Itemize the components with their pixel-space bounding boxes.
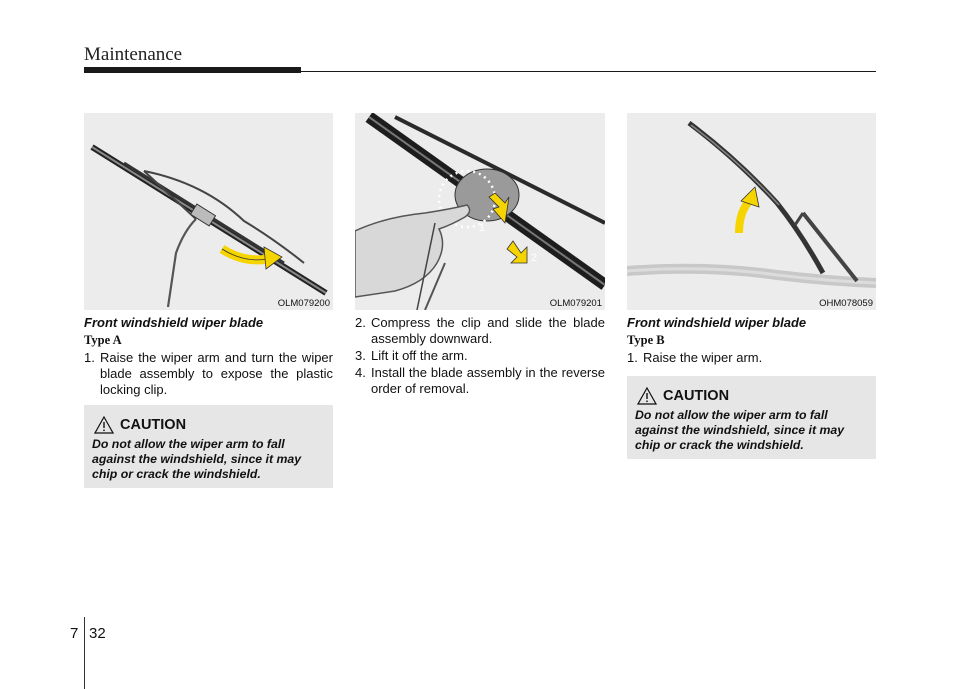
wiper-blade-illustration (90, 144, 328, 308)
figure-code: OHM078059 (819, 298, 873, 309)
instruction-step: 3. Lift it off the arm. (355, 348, 605, 364)
caution-text: Do not allow the wiper arm to fall again… (92, 437, 302, 481)
svg-text:1: 1 (479, 222, 485, 234)
chapter-number: 7 (70, 625, 79, 642)
slide-arrow (506, 240, 528, 264)
step-text: Lift it off the arm. (371, 348, 468, 363)
instruction-step: 2. Compress the clip and slide the blade… (355, 315, 605, 347)
caution-box: CAUTION Do not allow the wiper arm to fa… (84, 405, 333, 488)
caution-header: CAUTION (94, 415, 186, 435)
step-text: Raise the wiper arm and turn the wiper b… (100, 350, 333, 397)
caution-box: CAUTION Do not allow the wiper arm to fa… (627, 376, 876, 459)
instruction-step: 1. Raise the wiper arm and turn the wipe… (84, 350, 333, 398)
raised-wiper-illustration (627, 121, 876, 288)
caution-title: CAUTION (663, 388, 730, 404)
type-label: Type A (84, 333, 122, 347)
step-text: Compress the clip and slide the blade as… (371, 315, 605, 346)
step-number: 1. (627, 350, 638, 365)
type-label: Type B (627, 333, 665, 347)
footer-divider (84, 617, 85, 689)
step-number: 4. (355, 365, 366, 380)
figure-wiper-clip-release: 1 2 OLM079201 (355, 113, 605, 310)
instruction-step: 4. Install the blade assembly in the rev… (355, 365, 605, 397)
svg-text:2: 2 (531, 252, 537, 264)
section-title: Maintenance (84, 44, 183, 65)
caution-header: CAUTION (637, 386, 729, 406)
figure-code: OLM079200 (277, 298, 330, 309)
header-rule (301, 71, 876, 72)
step-number: 1. (84, 350, 95, 365)
page-number: 32 (89, 625, 106, 642)
hand-clip-illustration: 1 2 (355, 113, 605, 310)
press-arrow (488, 192, 510, 224)
instruction-step: 1. Raise the wiper arm. (627, 350, 876, 366)
figure-code: OLM079201 (549, 298, 602, 309)
warning-triangle-icon (94, 416, 114, 434)
step-text: Install the blade assembly in the revers… (371, 365, 605, 396)
figure-wiper-type-b: OHM078059 (627, 113, 876, 310)
figure-caption: Front windshield wiper blade (84, 315, 264, 330)
step-number: 3. (355, 348, 366, 363)
warning-triangle-icon (637, 387, 657, 405)
figure-wiper-type-a-turn: OLM079200 (84, 113, 333, 310)
step-text: Raise the wiper arm. (643, 350, 763, 365)
caution-title: CAUTION (120, 417, 187, 433)
step-number: 2. (355, 315, 366, 330)
caution-text: Do not allow the wiper arm to fall again… (635, 408, 845, 452)
figure-caption: Front windshield wiper blade (627, 315, 807, 330)
header-rule-thick (84, 67, 301, 73)
